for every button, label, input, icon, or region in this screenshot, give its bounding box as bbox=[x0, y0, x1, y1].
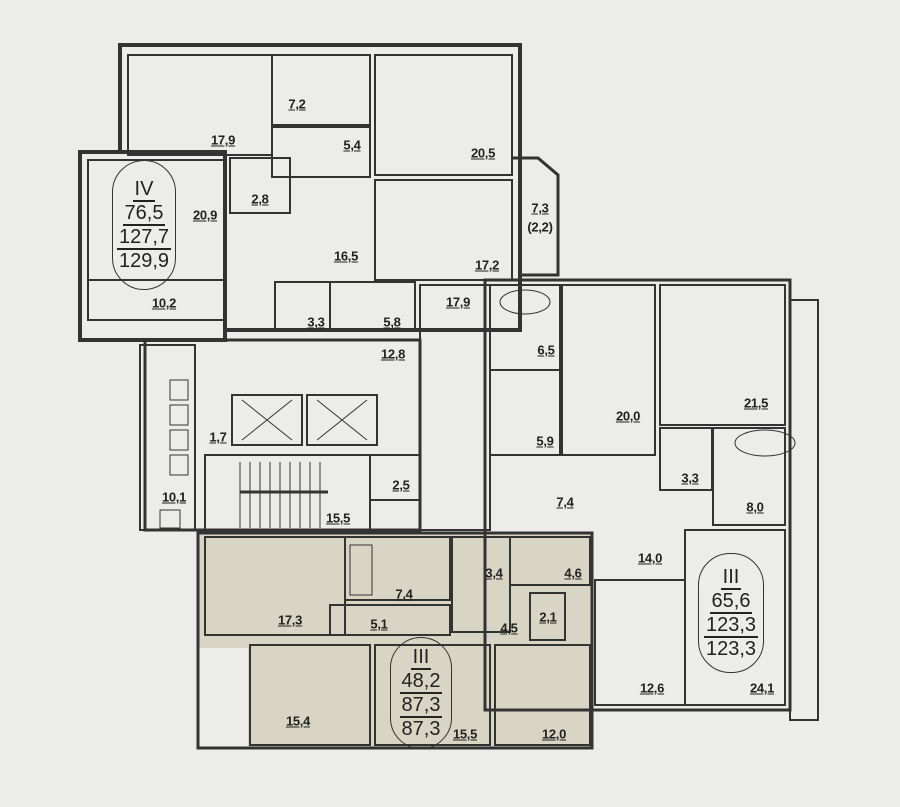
room-area: 24,1 bbox=[749, 680, 775, 696]
corridor bbox=[143, 338, 422, 532]
apartment-summary: IV 76,5 127,7 129,9 bbox=[112, 160, 176, 290]
room-area: 17,9 bbox=[210, 132, 236, 148]
room-area: 5,4 bbox=[343, 137, 361, 153]
room-area: 2,1 bbox=[539, 609, 557, 625]
room-area: 3,3 bbox=[307, 314, 325, 330]
room-area: 20,0 bbox=[615, 408, 641, 424]
apartment-type: III bbox=[720, 566, 742, 590]
room-area: 21,5 bbox=[743, 395, 769, 411]
total-area-with-loggia: 87,3 bbox=[401, 718, 441, 740]
staircase bbox=[239, 462, 328, 528]
room-area: 2,8 bbox=[251, 191, 269, 207]
elevator bbox=[231, 394, 303, 446]
room-area: 4,5 bbox=[500, 620, 518, 636]
room-area: 17,9 bbox=[445, 294, 471, 310]
room-area: 10,1 bbox=[161, 489, 187, 505]
bathtub bbox=[734, 429, 796, 457]
room-area: 15,4 bbox=[285, 713, 311, 729]
room-area: 5,8 bbox=[383, 314, 401, 330]
total-area: 127,7 bbox=[116, 226, 172, 250]
room-area: 7,4 bbox=[395, 586, 413, 602]
room-area: 5,9 bbox=[536, 433, 554, 449]
bathtub bbox=[349, 544, 373, 596]
room-area: 7,4 bbox=[556, 494, 574, 510]
total-area: 87,3 bbox=[399, 694, 443, 718]
loggia-area: 7,3 bbox=[531, 200, 549, 216]
apartment-type: III bbox=[410, 646, 432, 670]
room-area: 1,7 bbox=[209, 429, 227, 445]
total-area-with-loggia: 123,3 bbox=[705, 638, 757, 660]
loggia bbox=[512, 156, 560, 277]
room-area: 5,1 bbox=[370, 616, 388, 632]
loggia-area-reduced: (2,2) bbox=[527, 219, 553, 235]
room-area: 12,6 bbox=[639, 680, 665, 696]
room-area: 7,2 bbox=[288, 96, 306, 112]
apartment-type: IV bbox=[132, 178, 156, 202]
total-area-with-loggia: 129,9 bbox=[118, 250, 170, 272]
bathroom bbox=[271, 54, 371, 126]
total-area: 123,3 bbox=[703, 614, 759, 638]
room-area: 2,5 bbox=[392, 477, 410, 493]
room-area: 3,3 bbox=[681, 470, 699, 486]
room-area: 3,4 bbox=[485, 565, 503, 581]
room-area: 4,6 bbox=[564, 565, 582, 581]
bathtub bbox=[499, 289, 551, 315]
living-area: 76,5 bbox=[122, 202, 166, 226]
living-area: 48,2 bbox=[399, 670, 443, 694]
room-area: 15,5 bbox=[452, 726, 478, 742]
room-area: 6,5 bbox=[537, 342, 555, 358]
room-area: 15,5 bbox=[325, 510, 351, 526]
room-area: 10,2 bbox=[151, 295, 177, 311]
room-area: 17,3 bbox=[277, 612, 303, 628]
room-area: 20,5 bbox=[470, 145, 496, 161]
apartment-summary: III 65,6 123,3 123,3 bbox=[698, 553, 764, 673]
room-area: 8,0 bbox=[746, 499, 764, 515]
apartment-summary: III 48,2 87,3 87,3 bbox=[390, 637, 452, 749]
ventilation-shafts bbox=[159, 379, 189, 529]
elevator bbox=[306, 394, 378, 446]
living-area: 65,6 bbox=[709, 590, 753, 614]
room-area: 14,0 bbox=[637, 550, 663, 566]
room-area: 17,2 bbox=[474, 257, 500, 273]
room-area: 12,0 bbox=[541, 726, 567, 742]
room-area: 20,9 bbox=[192, 207, 218, 223]
apartment-highlight bbox=[198, 533, 592, 748]
room-area: 16,5 bbox=[333, 248, 359, 264]
room-area: 12,8 bbox=[380, 346, 406, 362]
